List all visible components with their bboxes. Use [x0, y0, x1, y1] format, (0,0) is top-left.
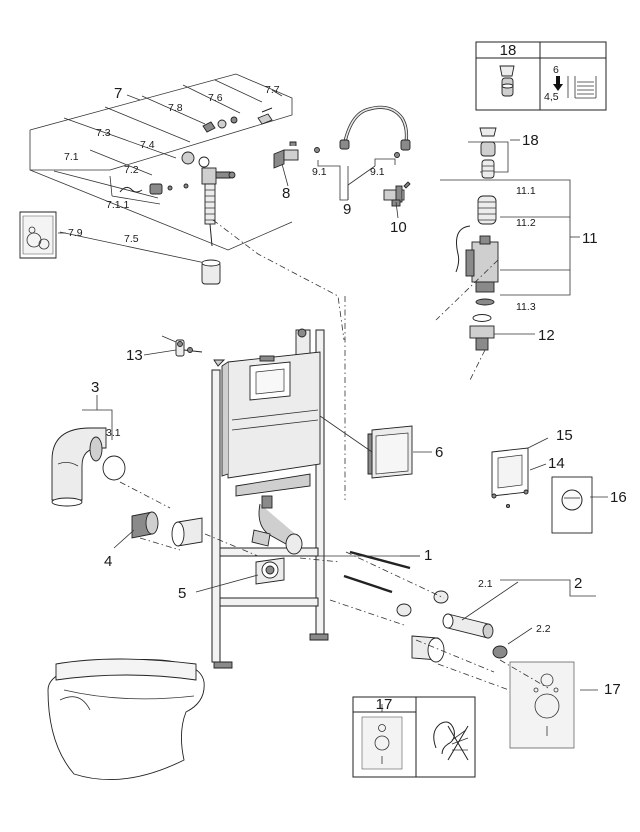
label-7-7: 7.7	[265, 84, 280, 96]
part-11-valve-body	[455, 225, 499, 306]
part-7-fill-valve	[201, 167, 236, 247]
label-1: 1	[424, 547, 432, 564]
inset-insulation-icon	[361, 716, 403, 770]
label-17: 17	[604, 681, 621, 698]
part-4-connector	[171, 517, 203, 547]
label-7-1: 7.1	[64, 151, 79, 163]
measure-scale-icon	[567, 76, 597, 99]
part-11-1-float	[477, 195, 497, 225]
part-13-bracket	[175, 339, 203, 357]
part-16-flush-plate	[551, 476, 593, 534]
label-2-1: 2.1	[478, 578, 493, 590]
part-17-insulation	[509, 661, 575, 749]
label-18: 18	[522, 132, 539, 149]
inset-18-size: 4,5	[544, 91, 559, 103]
part-7-1-clip	[119, 186, 143, 193]
label-2: 2	[574, 575, 582, 592]
hose-group-9	[273, 105, 411, 207]
label-7-6: 7.6	[208, 92, 223, 104]
label-7-2: 7.2	[124, 164, 139, 176]
label-11-3: 11.3	[516, 301, 536, 313]
cistern-inspection-opening	[249, 361, 291, 401]
label-4: 4	[104, 553, 112, 570]
part-4-sleeve	[131, 511, 159, 539]
inset-18-count: 6	[553, 64, 559, 76]
label-15: 15	[556, 427, 573, 444]
label-9-1-b: 9.1	[370, 166, 385, 178]
label-3-1: 3.1	[106, 427, 121, 439]
label-9-1-a: 9.1	[312, 166, 327, 178]
part-8-angle-valve	[273, 141, 299, 169]
flush-valve-group	[440, 127, 571, 351]
inset-18-number: 18	[500, 42, 517, 59]
label-11: 11	[582, 230, 598, 247]
flush-bend	[251, 495, 303, 555]
label-11-1: 11.1	[516, 185, 536, 197]
part-5-waste-connector	[255, 557, 285, 585]
part-6-actuator-frame	[367, 425, 413, 479]
part-7-4-ring	[181, 151, 195, 165]
label-10: 10	[390, 219, 407, 236]
label-8: 8	[282, 185, 290, 202]
label-5: 5	[178, 585, 186, 602]
label-6: 6	[435, 444, 443, 461]
part-15-mounting-frame	[491, 447, 529, 509]
part-12-outlet	[469, 314, 495, 351]
flush-button-icon	[561, 489, 583, 511]
part-1-bolts	[343, 550, 449, 617]
down-arrow-icon	[553, 76, 563, 91]
part-labels: 7 7.7 7.6 7.8 7.3 7.4 7.1 7.2 7.1.1 7.9 …	[64, 84, 627, 698]
label-13: 13	[126, 347, 143, 364]
part-10-valve	[383, 181, 411, 207]
part-7-9-bag-icon	[19, 211, 57, 259]
label-7-4: 7.4	[140, 139, 155, 151]
label-7-5: 7.5	[124, 233, 139, 245]
label-7-9: 7.9	[68, 227, 83, 239]
label-14: 14	[548, 455, 565, 472]
cistern	[221, 351, 321, 497]
inset-box-17: 17	[352, 696, 476, 778]
part-18-cap	[479, 127, 497, 179]
label-3: 3	[91, 379, 99, 396]
noise-reduction-icon	[433, 721, 469, 761]
label-7: 7	[114, 85, 122, 102]
label-9: 9	[343, 201, 351, 218]
label-2-2: 2.2	[536, 623, 551, 635]
inset-17-number: 17	[376, 696, 393, 713]
label-7-1-1: 7.1.1	[106, 199, 130, 211]
label-12: 12	[538, 327, 555, 344]
label-7-8: 7.8	[168, 102, 183, 114]
part-7-6-fittings	[202, 107, 273, 133]
fill-valve-group-7	[19, 73, 293, 285]
part-7-2-nut	[149, 183, 189, 195]
label-11-2: 11.2	[516, 217, 536, 229]
assembly-lines	[82, 89, 608, 712]
part-2-drain-pipe	[411, 613, 508, 663]
part-3-1-seal	[102, 455, 126, 481]
toilet-bowl	[47, 658, 205, 781]
inset-18-cap-icon	[499, 65, 515, 97]
part-3-pan-connector	[51, 427, 107, 507]
label-7-3: 7.3	[96, 127, 111, 139]
label-16: 16	[610, 489, 627, 506]
inset-box-18: 18 6 4,5	[475, 41, 607, 111]
